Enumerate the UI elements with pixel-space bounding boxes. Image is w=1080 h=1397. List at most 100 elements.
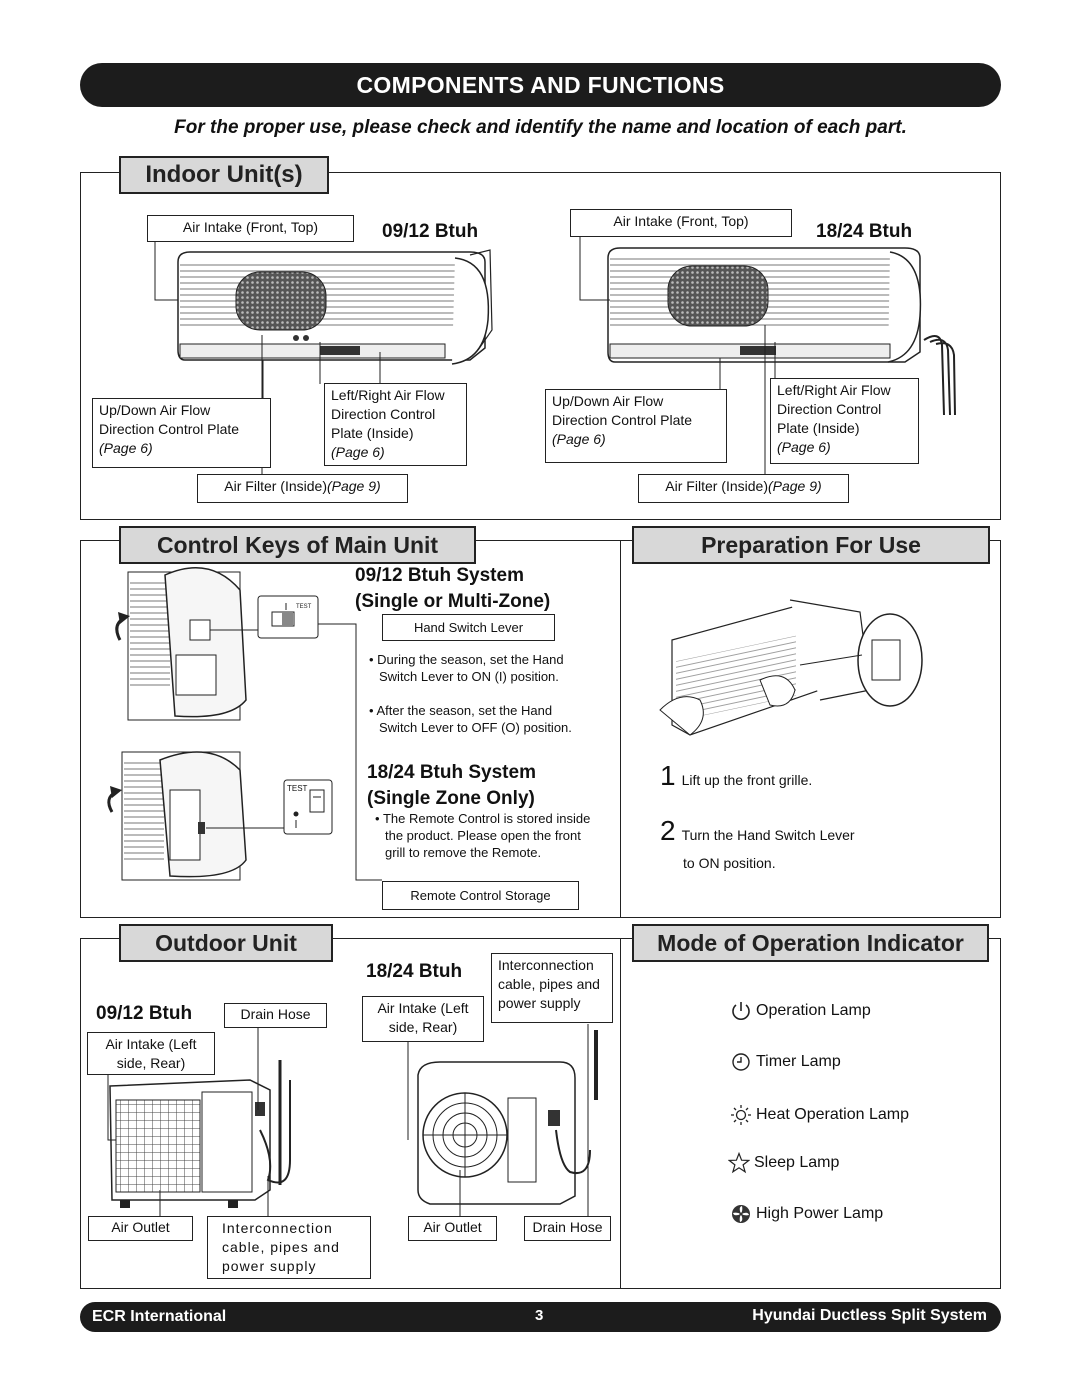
outdoor-right-outlet-label: Air Outlet: [408, 1216, 497, 1241]
label-line: side, Rear): [388, 1019, 458, 1035]
fan-icon: [732, 1205, 750, 1223]
control-sys1-line2: (Single or Multi-Zone): [355, 591, 551, 612]
indoor-unit-09-12-illustration: [177, 249, 493, 365]
indoor-frame: [80, 172, 1001, 520]
label-line: Left/Right Air Flow: [331, 387, 445, 403]
label-line: Direction Control: [777, 401, 882, 417]
control-bullet-2: • After the season, set the Hand Switch …: [369, 702, 609, 736]
control-sys1-line1: 09/12 Btuh System: [355, 565, 524, 586]
indoor-right-air-intake-label: Air Intake (Front, Top): [570, 209, 792, 237]
indicator-label: Heat Operation Lamp: [756, 1106, 909, 1123]
label-line: Plate (Inside): [777, 420, 860, 436]
step-number: 2: [660, 815, 676, 846]
page-subtitle: For the proper use, please check and ide…: [174, 117, 907, 138]
filter-text: Air Filter (Inside): [224, 478, 327, 494]
label-line: side, Rear): [116, 1055, 186, 1071]
label-line: cable, pipes and: [222, 1239, 340, 1255]
indicator-sleep: Sleep Lamp: [728, 1152, 839, 1174]
page-number: 3: [535, 1307, 544, 1324]
prep-step-1: 1 Lift up the front grille.: [660, 760, 812, 792]
outdoor-left-outlet-label: Air Outlet: [88, 1216, 193, 1241]
control-keys-18-24-illustration: [107, 751, 382, 881]
clock-icon: [732, 1053, 750, 1071]
label-line: Air Intake (Left: [105, 1036, 197, 1052]
control-keys-title: Control Keys of Main Unit: [119, 526, 476, 564]
indicator-label: High Power Lamp: [756, 1205, 884, 1222]
indoor-right-filter-label: Air Filter (Inside)(Page 9): [638, 474, 849, 503]
label-line: Interconnection: [222, 1220, 333, 1236]
label-line: Direction Control Plate: [552, 412, 693, 428]
indoor-right-updown-label: Up/Down Air Flow Direction Control Plate…: [545, 389, 727, 463]
test-label-small: TEST: [296, 604, 312, 610]
remote-storage-label: Remote Control Storage: [382, 881, 579, 910]
indicator-label: Timer Lamp: [756, 1053, 841, 1070]
label-line: Interconnection: [498, 957, 594, 973]
outdoor-right-interconnect-label: Interconnection cable, pipes and power s…: [491, 953, 613, 1023]
test-label: TEST: [287, 784, 308, 793]
mode-title: Mode of Operation Indicator: [632, 924, 989, 962]
footer-left: ECR International: [92, 1308, 227, 1325]
page-ref: (Page 9): [326, 478, 381, 494]
bullet-line: grill to remove the Remote.: [385, 845, 542, 860]
indoor-left-btuh: 09/12 Btuh: [382, 221, 479, 242]
indoor-left-leftright-label: Left/Right Air Flow Direction Control Pl…: [324, 383, 467, 466]
indicator-label: Sleep Lamp: [754, 1154, 840, 1171]
page-ref: (Page 6): [777, 439, 831, 455]
label-line: Left/Right Air Flow: [777, 382, 891, 398]
indicator-heat: Heat Operation Lamp: [730, 1104, 909, 1126]
bullet-line: the product. Please open the front: [385, 828, 581, 843]
indoor-left-updown-label: Up/Down Air Flow Direction Control Plate…: [92, 398, 271, 468]
bullet-line: • The Remote Control is stored inside: [375, 811, 591, 826]
step-text: Turn the Hand Switch Lever: [681, 827, 855, 843]
label-line: power supply: [498, 995, 581, 1011]
control-bullet-3: • The Remote Control is stored inside th…: [375, 810, 615, 861]
filter-text: Air Filter (Inside): [665, 478, 768, 494]
control-keys-09-12-illustration: TEST: [115, 567, 357, 760]
prep-step-2: 2 Turn the Hand Switch Lever: [660, 815, 855, 847]
preparation-illustration: [659, 599, 923, 736]
label-line: Up/Down Air Flow: [99, 402, 211, 418]
bullet-line: • After the season, set the Hand: [369, 703, 553, 718]
outdoor-left-interconnect-label: Interconnection cable, pipes and power s…: [207, 1216, 371, 1279]
outdoor-unit-09-12-illustration: [109, 1060, 291, 1208]
control-bullet-1: • During the season, set the Hand Switch…: [369, 651, 609, 685]
page-title: COMPONENTS AND FUNCTIONS: [356, 71, 725, 98]
indicator-high-power: High Power Lamp: [730, 1203, 883, 1225]
label-line: Air Intake (Left: [377, 1000, 469, 1016]
outdoor-title: Outdoor Unit: [119, 924, 333, 962]
outdoor-left-intake-label: Air Intake (Left side, Rear): [87, 1032, 215, 1075]
indoor-unit-18-24-illustration: [607, 247, 956, 416]
indoor-right-btuh: 18/24 Btuh: [816, 221, 913, 242]
outdoor-leader-lines: [107, 1024, 589, 1216]
label-line: Plate (Inside): [331, 425, 414, 441]
label-line: Up/Down Air Flow: [552, 393, 664, 409]
label-line: Direction Control Plate: [99, 421, 240, 437]
outdoor-unit-18-24-illustration: [417, 1030, 598, 1205]
footer-right: Hyundai Ductless Split System: [752, 1307, 987, 1324]
bullet-line: • During the season, set the Hand: [369, 652, 564, 667]
page-ref: (Page 6): [331, 444, 385, 460]
label-line: Direction Control: [331, 406, 436, 422]
indoor-left-filter-label: Air Filter (Inside)(Page 9): [197, 474, 408, 503]
control-sys2-line1: 18/24 Btuh System: [367, 762, 536, 783]
indoor-left-air-intake-label: Air Intake (Front, Top): [147, 215, 354, 242]
bullet-line: Switch Lever to OFF (O) position.: [379, 720, 572, 735]
control-sys2-line2: (Single Zone Only): [367, 788, 535, 809]
label-line: cable, pipes and: [498, 976, 600, 992]
outdoor-left-drain-label: Drain Hose: [224, 1003, 327, 1028]
sun-icon: [731, 1105, 751, 1125]
page-title-banner: COMPONENTS AND FUNCTIONS: [80, 63, 1001, 107]
power-icon: [732, 1002, 750, 1020]
bullet-line: Switch Lever to ON (I) position.: [379, 669, 559, 684]
footer-bar: ECR International 3 Hyundai Ductless Spl…: [80, 1302, 1001, 1332]
label-line: power supply: [222, 1258, 317, 1274]
page-ref: (Page 9): [767, 478, 822, 494]
indicator-label: Operation Lamp: [756, 1002, 871, 1019]
preparation-title: Preparation For Use: [632, 526, 990, 564]
indicator-timer: Timer Lamp: [730, 1051, 841, 1073]
page-ref: (Page 6): [552, 431, 606, 447]
step-number: 1: [660, 760, 676, 791]
outdoor-right-intake-label: Air Intake (Left side, Rear): [362, 996, 484, 1042]
outdoor-right-drain-label: Drain Hose: [524, 1216, 611, 1241]
